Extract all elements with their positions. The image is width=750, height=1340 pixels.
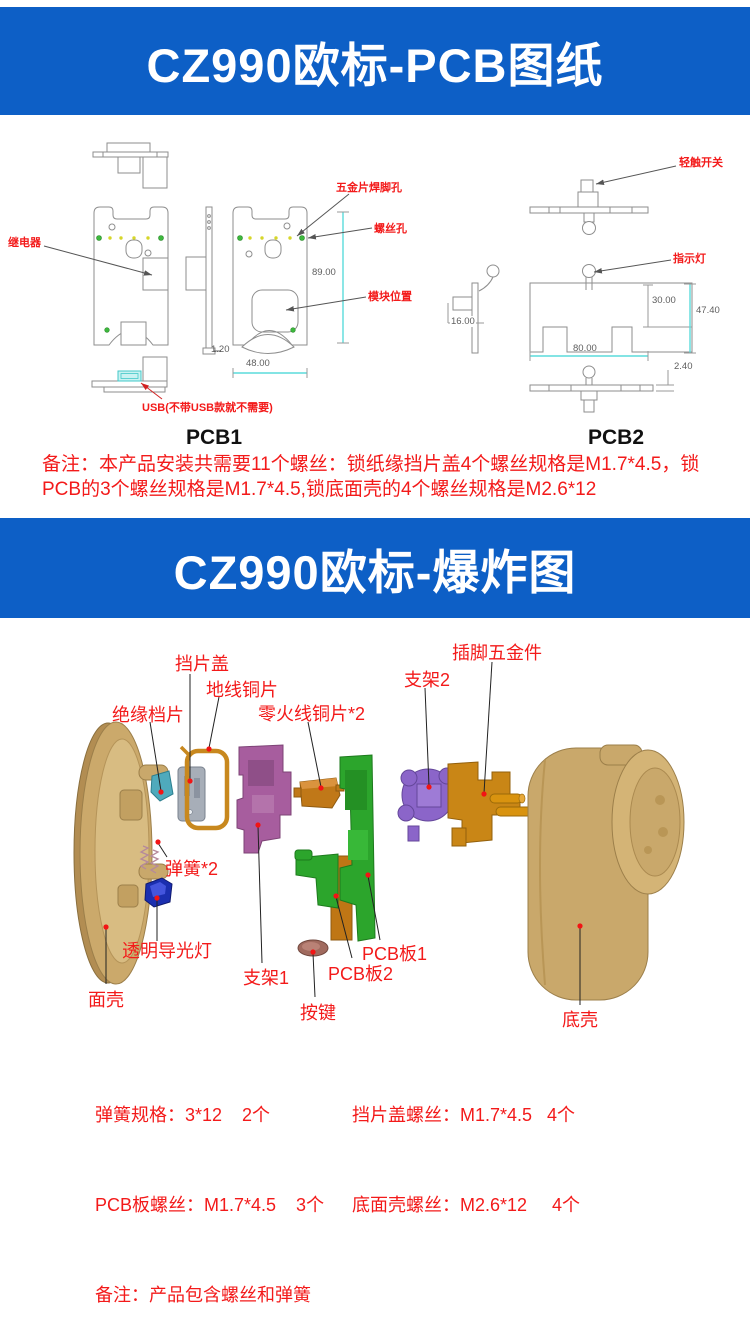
label-insulation: 绝缘档片 xyxy=(112,705,184,725)
dim-pcb1-thickness: 1.20 xyxy=(211,344,230,355)
springs-part xyxy=(139,845,160,874)
label-baffle-cover: 挡片盖 xyxy=(175,654,229,674)
front-shell-part xyxy=(73,721,169,985)
pcb2-top-view xyxy=(529,179,649,235)
live-neutral-copper-part xyxy=(293,777,345,809)
baffle-cover-part xyxy=(177,766,206,822)
exploded-title-text: CZ990欧标-爆炸图 xyxy=(173,545,577,599)
pcb1-leader-lines xyxy=(43,193,373,400)
technical-drawing-canvas xyxy=(43,142,696,1005)
label-springs: 弹簧*2 xyxy=(165,859,219,879)
baffle-screw-note: 挡片盖螺丝：M1.7*4.5 4个 xyxy=(352,1105,576,1125)
bracket1-part xyxy=(236,744,292,854)
pcb2-front-view xyxy=(529,264,693,353)
label-bracket2: 支架2 xyxy=(404,670,451,690)
dim-pcb1-width: 48.00 xyxy=(246,358,270,369)
label-button: 按键 xyxy=(300,1003,336,1023)
pcb1-left-pads xyxy=(96,235,164,333)
label-bracket1: 支架1 xyxy=(243,968,290,988)
dim-pcb2-side: 16.00 xyxy=(450,316,476,327)
label-light-guide: 透明导光灯 xyxy=(122,941,212,961)
label-indicator-light: 指示灯 xyxy=(673,253,706,265)
light-guide-part xyxy=(144,877,173,908)
pcb-screw-note: PCB板螺丝：M1.7*4.5 3个 xyxy=(95,1195,325,1215)
pcb2-bottom-view xyxy=(529,365,674,413)
pcb1-top-view xyxy=(92,142,169,189)
label-tact-switch: 轻触开关 xyxy=(679,157,723,169)
label-module-position: 模块位置 xyxy=(368,291,412,303)
button-part xyxy=(297,939,329,957)
spring-spec-note: 弹簧规格：3*12 2个 xyxy=(95,1105,271,1125)
label-front-shell: 面壳 xyxy=(88,990,124,1010)
pcb2-side-view xyxy=(447,264,500,354)
label-bottom-shell: 底壳 xyxy=(562,1010,598,1030)
label-pin-hardware: 插脚五金件 xyxy=(452,643,542,663)
pin-hardware-part xyxy=(447,761,536,847)
bracket2-part xyxy=(397,767,456,842)
pcb1-dimension-lines xyxy=(232,211,349,378)
pcb-board1-part xyxy=(294,754,376,942)
pcb1-usb-connector xyxy=(117,370,142,382)
dim-pcb2-width: 80.00 xyxy=(573,343,597,354)
pcb1-front-view-left xyxy=(93,206,169,346)
label-screw-hole: 螺丝孔 xyxy=(374,223,407,235)
dim-pcb2-thickness: 2.40 xyxy=(674,361,693,372)
label-pcb-board1: PCB板1 xyxy=(362,944,428,964)
product-spec-sheet: { "colors": { "banner_blue": "#0D5FC6", … xyxy=(0,7,750,1305)
insulation-part xyxy=(150,770,174,802)
pcb-title-text: CZ990欧标-PCB图纸 xyxy=(146,38,604,92)
banner-pcb-drawing-title: CZ990欧标-PCB图纸 xyxy=(0,7,750,115)
dim-pcb2-height: 47.40 xyxy=(696,305,720,316)
label-usb: USB(不带USB款就不需要) xyxy=(142,402,273,414)
pcb1-front-view-right xyxy=(232,206,308,354)
pcb1-side-view xyxy=(185,206,221,355)
caption-pcb1: PCB1 xyxy=(186,426,243,449)
label-relay: 继电器 xyxy=(8,237,41,249)
label-hardware-holes: 五金片焊脚孔 xyxy=(336,182,402,194)
included-note: 备注：产品包含螺丝和弹簧 xyxy=(95,1285,311,1305)
caption-pcb2: PCB2 xyxy=(588,426,645,449)
ground-copper-part xyxy=(179,745,230,831)
label-ground-copper: 地线铜片 xyxy=(206,680,278,700)
bottom-shell-part xyxy=(527,744,685,1001)
banner-exploded-view-title: CZ990欧标-爆炸图 xyxy=(0,518,750,618)
dim-pcb1-height: 89.00 xyxy=(312,267,336,278)
pcb1-right-pads xyxy=(237,235,305,333)
exploded-leader-dots xyxy=(103,746,583,955)
spec-notes-left: 弹簧规格：3*12 2个 PCB板螺丝：M1.7*4.5 3个 备注：产品包含螺… xyxy=(95,1040,324,1340)
pcb2-leader-lines xyxy=(593,165,677,274)
exploded-leader-lines xyxy=(105,661,581,1005)
pcb1-bottom-view xyxy=(91,356,168,393)
pcb2-dimension-lines xyxy=(529,283,696,361)
label-live-neutral: 零火线铜片*2 xyxy=(258,704,366,724)
pcb-install-note: 备注：本产品安装共需要11个螺丝：锁纸缘挡片盖4个螺丝规格是M1.7*4.5，锁… xyxy=(42,454,700,500)
spec-notes-right: 挡片盖螺丝：M1.7*4.5 4个 底面壳螺丝：M2.6*12 4个 xyxy=(352,1040,580,1250)
dim-pcb2-notch: 30.00 xyxy=(652,295,676,306)
shell-screw-note: 底面壳螺丝：M2.6*12 4个 xyxy=(352,1195,581,1215)
label-pcb-board2: PCB板2 xyxy=(328,964,394,984)
